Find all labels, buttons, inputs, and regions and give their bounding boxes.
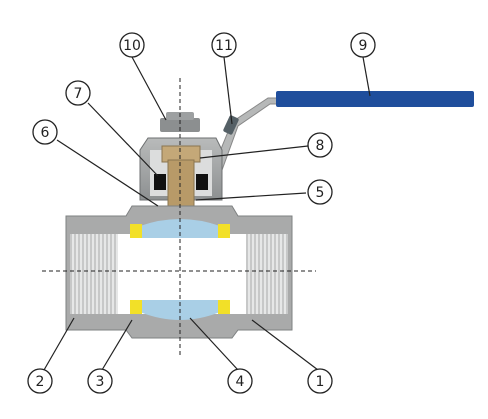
callout-5: 5 (307, 179, 333, 205)
callout-9-label: 9 (359, 38, 368, 54)
leader-lines (43, 56, 371, 371)
callout-6: 6 (32, 119, 58, 145)
callout-10: 10 (119, 32, 145, 58)
callout-7-label: 7 (74, 86, 83, 102)
stem-nut (160, 112, 200, 132)
callout-3-label: 3 (96, 374, 105, 390)
packing-left (154, 174, 166, 190)
callout-2-label: 2 (36, 374, 45, 390)
callout-4: 4 (227, 368, 253, 394)
callout-11-label: 11 (215, 38, 233, 54)
lever-sleeve (223, 115, 239, 135)
callout-3: 3 (87, 368, 113, 394)
callout-2: 2 (27, 368, 53, 394)
callout-7: 7 (65, 80, 91, 106)
callout-8-label: 8 (316, 138, 325, 154)
callout-9: 9 (350, 32, 376, 58)
callout-11: 11 (211, 32, 237, 58)
callout-4-label: 4 (236, 374, 245, 390)
handle (213, 91, 474, 171)
seats (130, 224, 230, 314)
callout-10-label: 10 (123, 38, 141, 54)
packing-right (196, 174, 208, 190)
left-thread (70, 234, 118, 314)
callout-5-label: 5 (316, 185, 325, 201)
callout-1: 1 (307, 368, 333, 394)
callout-1-label: 1 (316, 374, 325, 390)
callout-6-label: 6 (41, 125, 50, 141)
callout-8: 8 (307, 132, 333, 158)
handle-grip (276, 91, 474, 107)
right-thread (246, 234, 288, 314)
